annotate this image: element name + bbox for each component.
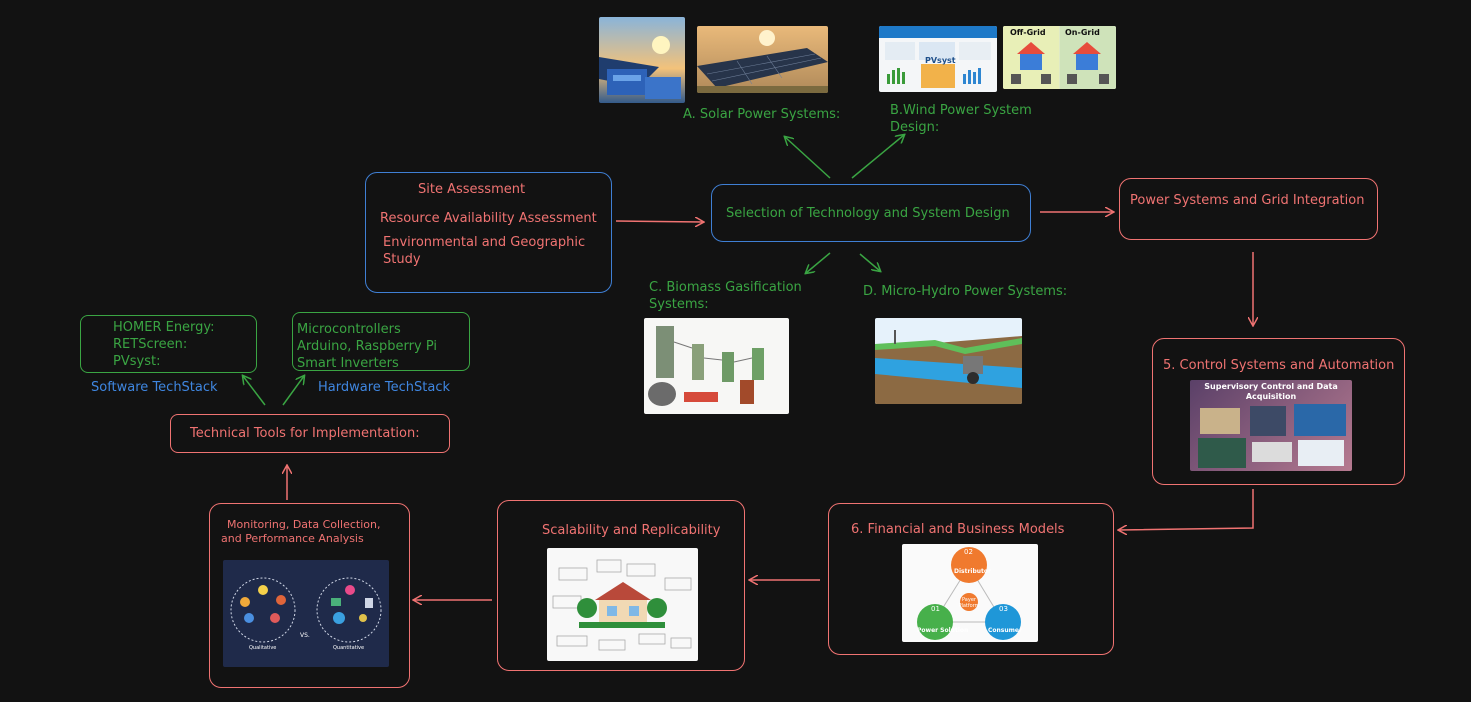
environmental-study-line1: Environmental and Geographic: [383, 235, 586, 250]
monitoring-title-line2: and Performance Analysis: [221, 532, 364, 545]
scada-title-line2: Acquisition: [1245, 392, 1297, 401]
node-01-label: Power Solution: [917, 627, 969, 634]
financial-models-title: 6. Financial and Business Models: [851, 522, 1065, 537]
hardware-techstack-label: Hardware TechStack: [318, 380, 451, 395]
site-assessment-title: Site Assessment: [418, 182, 526, 197]
arrow-to-wind: [851, 135, 904, 179]
site-assessment-box: [365, 172, 612, 293]
vs-label: VS.: [300, 632, 310, 639]
environmental-study-line2: Study: [383, 252, 421, 267]
control-systems-box: [1152, 338, 1405, 485]
node-03-num: 03: [999, 605, 1008, 613]
scalability-box: [497, 500, 745, 671]
solar-panels-image: [697, 26, 828, 93]
arrow-control-to-financial: [1119, 489, 1254, 530]
off-on-grid-image: Off-Grid On-Grid: [1003, 26, 1116, 89]
software-item-pvsyst: PVsyst:: [113, 354, 161, 369]
on-grid-label: On-Grid: [1065, 28, 1100, 37]
arrow-to-hardware: [282, 376, 304, 406]
business-model-image: 02 Distributor 01 Power Solution 03 Cons…: [902, 544, 1038, 642]
hardware-item-inverters: Smart Inverters: [297, 356, 399, 371]
monitoring-title-line1: Monitoring, Data Collection,: [227, 518, 381, 531]
control-systems-title: 5. Control Systems and Automation: [1163, 358, 1395, 373]
solar-battery-image: [599, 17, 685, 103]
software-techstack-label: Software TechStack: [91, 380, 218, 395]
pvsyst-logo: PVsyst: [925, 56, 956, 65]
software-box: [80, 315, 257, 373]
selection-title: Selection of Technology and System Desig…: [726, 206, 1010, 221]
software-item-homer: HOMER Energy:: [113, 320, 215, 335]
scada-title-line1: Supervisory Control and Data: [1204, 382, 1338, 391]
financial-models-box: [828, 503, 1114, 655]
biomass-gasification-image: [644, 318, 789, 414]
arrow-to-solar: [785, 137, 831, 179]
micro-hydro-image: [875, 318, 1022, 404]
technical-tools-box: [170, 414, 450, 453]
node-01-num: 01: [931, 605, 940, 613]
hardware-box: [292, 312, 470, 371]
arrow-to-hydro: [859, 253, 880, 271]
biomass-label-line1: C. Biomass Gasification: [649, 280, 802, 295]
biomass-label-line2: Systems:: [649, 297, 709, 312]
hydro-label: D. Micro-Hydro Power Systems:: [863, 284, 1068, 299]
monitoring-box: [209, 503, 410, 688]
qualitative-quantitative-image: Qualitative VS. Quantitative: [223, 560, 389, 667]
arrow-to-software: [243, 376, 266, 406]
center-label: Payer Platform: [958, 597, 980, 609]
resource-availability-text: Resource Availability Assessment: [380, 211, 597, 226]
grid-integration-box: [1119, 178, 1378, 240]
scada-image: Supervisory Control and Data Acquisition: [1190, 380, 1352, 471]
off-grid-label: Off-Grid: [1010, 28, 1046, 37]
wind-label-line1: B.Wind Power System: [890, 103, 1032, 118]
software-item-retscreen: RETScreen:: [113, 337, 188, 352]
node-02-num: 02: [964, 548, 973, 556]
hardware-item-microcontrollers: Microcontrollers: [297, 322, 401, 337]
smart-home-image: [547, 548, 698, 661]
arrow-site-to-selection: [615, 221, 703, 222]
selection-box: [711, 184, 1031, 242]
node-02-label: Distributor: [954, 568, 992, 575]
qualitative-label: Qualitative: [249, 645, 277, 651]
hardware-item-arduino: Arduino, Raspberry Pi: [297, 339, 438, 354]
solar-label: A. Solar Power Systems:: [683, 107, 841, 122]
grid-integration-title: Power Systems and Grid Integration: [1130, 193, 1365, 208]
scalability-title: Scalability and Replicability: [542, 523, 721, 538]
wind-label-line2: Design:: [890, 120, 940, 135]
technical-tools-title: Technical Tools for Implementation:: [190, 426, 420, 441]
node-03-label: Consumer: [988, 627, 1022, 634]
pvsyst-image: PVsyst: [879, 26, 997, 92]
arrow-to-biomass: [806, 252, 831, 273]
quantitative-label: Quantitative: [333, 645, 365, 651]
